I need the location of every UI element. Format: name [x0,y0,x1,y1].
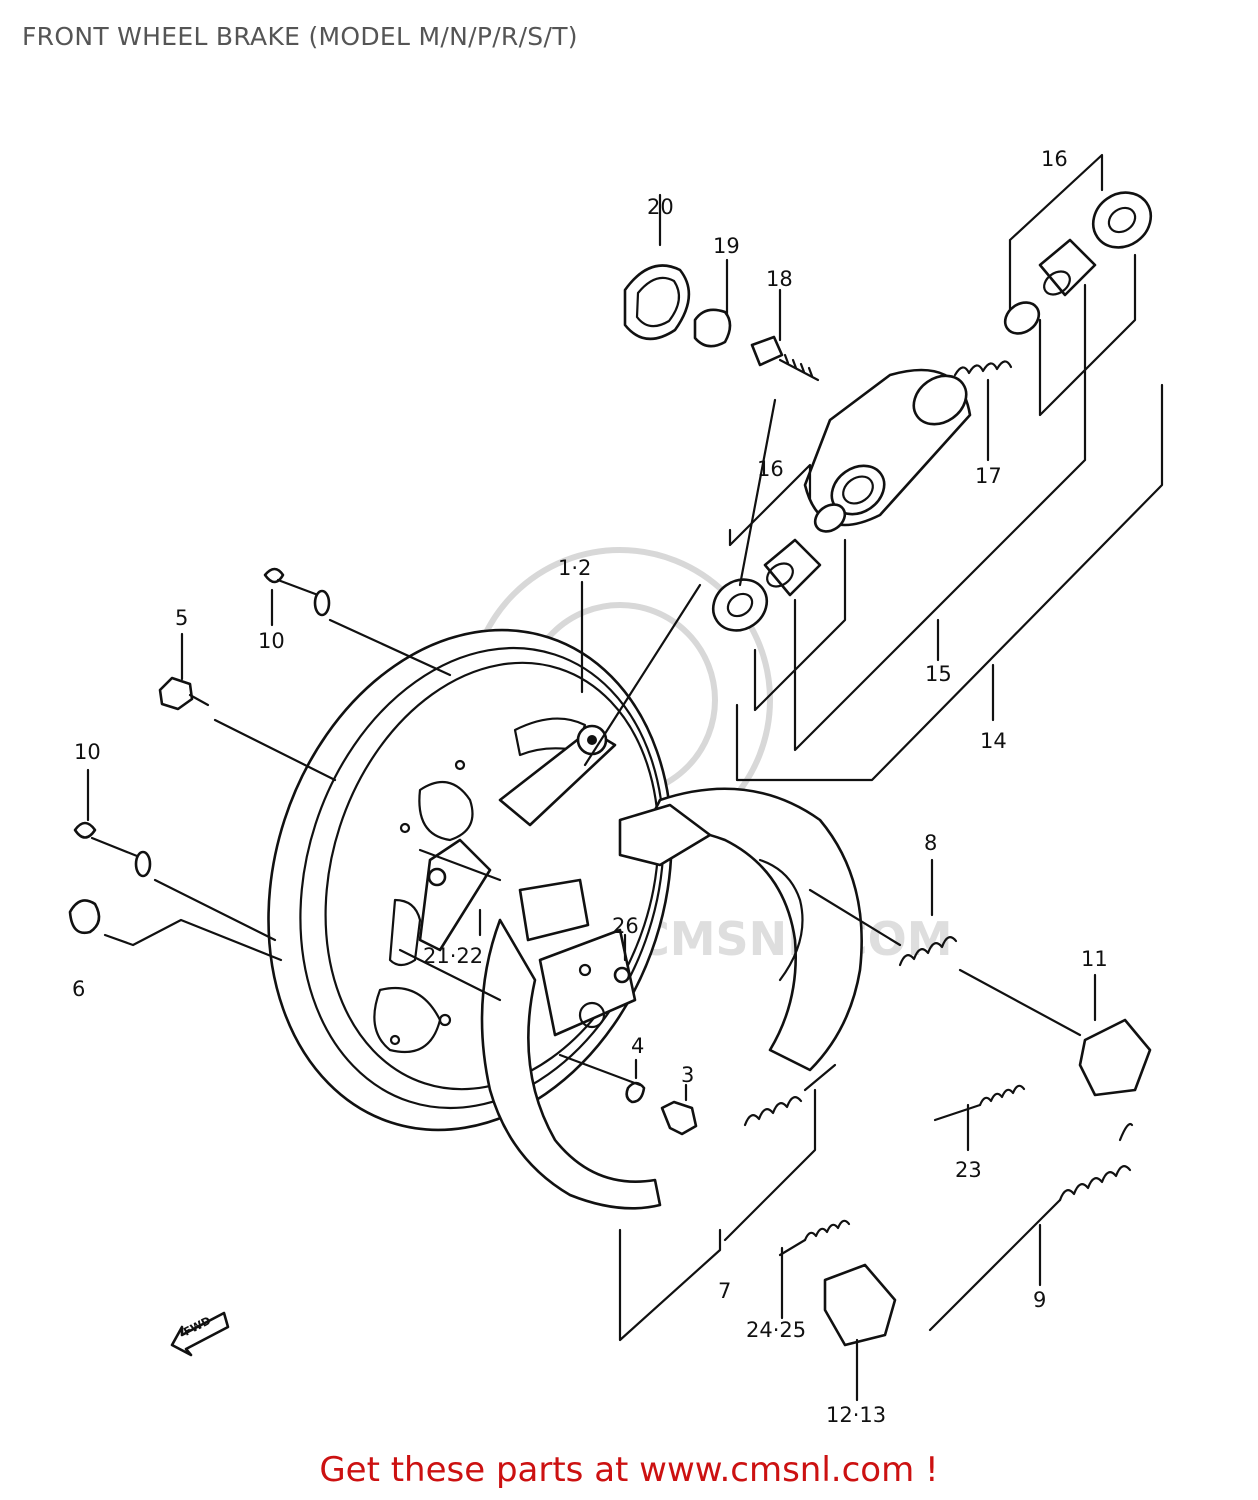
label-17: 17 [975,464,1002,488]
label-4: 4 [631,1034,644,1058]
bleeder-and-cap [623,264,820,382]
label-20: 20 [647,195,674,219]
wheel-cylinder [711,191,1153,632]
label-23: 23 [955,1158,982,1182]
label-19: 19 [713,234,740,258]
label-9: 9 [1033,1288,1046,1312]
footer-link[interactable]: Get these parts at www.cmsnl.com ! [319,1450,939,1490]
springs-and-clips [743,936,1152,1347]
label-18: 18 [766,267,793,291]
part-labels: 1·2 3 4 5 6 7 8 9 10 10 11 12·13 14 15 1… [72,147,1108,1427]
label-21-22: 21·22 [423,944,483,968]
label-7: 7 [718,1279,731,1303]
label-16-right: 16 [1041,147,1068,171]
label-10-lower: 10 [74,740,101,764]
label-8: 8 [924,831,937,855]
page-title: FRONT WHEEL BRAKE (MODEL M/N/P/R/S/T) [22,22,578,51]
label-1-2: 1·2 [558,556,591,580]
fwd-arrow-icon: FWD [170,1311,230,1357]
label-24-25: 24·25 [746,1318,806,1342]
label-14: 14 [980,729,1007,753]
label-6: 6 [72,977,85,1001]
label-10-upper: 10 [258,629,285,653]
brake-lever [418,724,617,952]
label-11: 11 [1081,947,1108,971]
fasteners [68,567,698,1136]
label-16-left: 16 [757,457,784,481]
label-3: 3 [681,1063,694,1087]
label-12-13: 12·13 [826,1403,886,1427]
brake-shoes [480,787,863,1210]
leader-lines [86,153,1164,1402]
label-5: 5 [175,606,188,630]
label-26: 26 [612,914,639,938]
label-15: 15 [925,662,952,686]
